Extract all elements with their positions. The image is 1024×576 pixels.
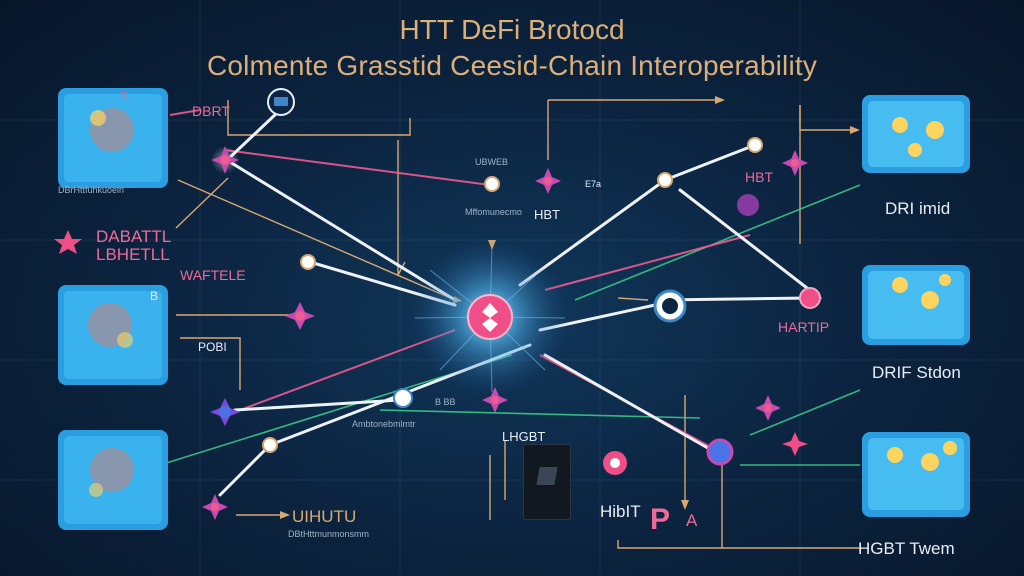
chain-cube-icon — [58, 285, 168, 385]
label-waftele: WAFTELE — [180, 267, 246, 283]
chain-cube-icon — [58, 88, 168, 188]
label-hibit: HibIT — [600, 502, 641, 521]
star-node-icon — [782, 432, 808, 456]
gold-connectors — [175, 99, 860, 549]
star-node-icon — [482, 387, 508, 413]
chain-cube-icon — [862, 265, 970, 345]
chain-cube-icon — [862, 432, 970, 517]
star-node-icon — [782, 150, 808, 176]
label-hbt-center: HBT — [534, 207, 560, 222]
page-subtitle: Colmente Grasstid Ceesid-Chain Interoper… — [206, 50, 818, 81]
label-p: P — [650, 503, 671, 536]
card-logo-icon — [536, 467, 558, 485]
star-node-icon — [285, 302, 315, 330]
star-node-icon — [737, 194, 759, 216]
label-dabattl: DABATTL — [96, 227, 172, 246]
label-r: R — [120, 91, 128, 102]
star-icon — [54, 230, 82, 254]
star-node-icon — [706, 438, 734, 466]
star-node-icon — [535, 168, 561, 194]
label-hbt-right: HBT — [745, 169, 773, 185]
star-node-icon — [755, 395, 781, 421]
star-node-icon — [799, 287, 821, 309]
label-lbhetll: LBHETLL — [96, 245, 170, 264]
label-small-bottom: DBtHttmunmonsmm — [288, 529, 370, 539]
label-uihutu: UIHUTU — [292, 507, 357, 526]
star-node-icon — [210, 398, 240, 426]
wallet-card — [523, 444, 571, 520]
hub-icon — [410, 237, 570, 397]
label-small-center: Mffomunecmo — [465, 207, 522, 217]
label-dbrt: DBRT — [192, 103, 230, 119]
label-pobi: POBI — [198, 340, 227, 354]
page-title: HTT DeFi Brotocd — [399, 14, 625, 45]
label-b-bb: B BB — [435, 397, 456, 407]
token-icon — [603, 451, 627, 475]
label-b: B — [150, 289, 159, 303]
label-a: A — [686, 511, 698, 530]
label-lhgbt: LHGBT — [502, 429, 546, 444]
label-dri-imid: DRI imid — [885, 199, 951, 218]
label-e7a: E7a — [585, 179, 602, 189]
label-drif-stdon: DRIF Stdon — [872, 363, 961, 382]
token-icon — [393, 388, 413, 408]
label-hgbt-twem: HGBT Twem — [858, 539, 955, 558]
token-icon — [653, 289, 687, 323]
star-node-icon — [211, 146, 239, 174]
label-ubweb: UBWEB — [475, 157, 509, 167]
chain-cube-icon — [58, 430, 168, 530]
label-hartip: HARTIP — [778, 319, 830, 335]
token-node-icon — [262, 137, 763, 453]
wallet-icon — [267, 88, 295, 116]
label-small-left: DBrHttfuhkuoeln — [58, 185, 125, 195]
label-small-mid: Ambtonebmlmtr — [352, 419, 416, 429]
star-node-icon — [202, 494, 228, 520]
chain-cube-icon — [862, 95, 970, 173]
